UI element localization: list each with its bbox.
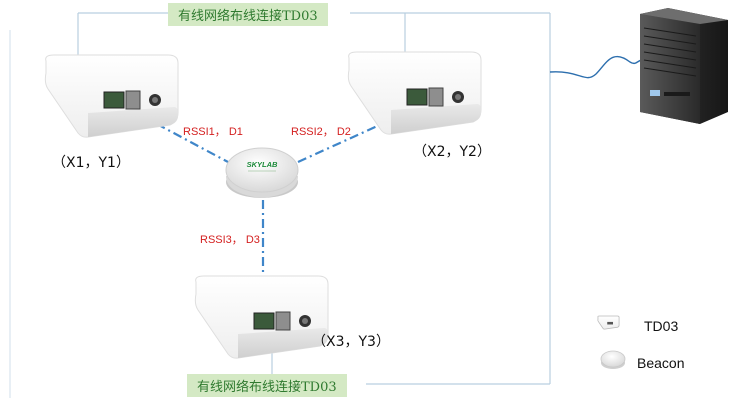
td03-device-2 (347, 51, 482, 135)
wired-network-banner-top: 有线网络布线连接TD03 (168, 3, 328, 26)
beacon-device: SKYLAB (225, 147, 299, 198)
legend-beacon-label: Beacon (637, 355, 685, 371)
gateway-2-coordinate: （X2，Y2） (413, 144, 491, 160)
td03-device-3 (194, 275, 329, 359)
rssi-1-label: RSSI1， D1 (183, 126, 243, 138)
beacon-logo: SKYLAB (247, 160, 278, 169)
rssi-2-label: RSSI2， D2 (291, 126, 351, 138)
network-lines (9, 12, 551, 398)
gateway-3-coordinate: （X3，Y3） (312, 334, 390, 350)
legend-td03-icon (597, 315, 620, 330)
server-cable (549, 55, 643, 79)
server-icon (640, 8, 728, 124)
td03-device-1 (44, 54, 179, 138)
legend-beacon-icon (600, 350, 626, 369)
gateway-1-coordinate: （X1，Y1） (52, 155, 130, 171)
wired-network-banner-bottom: 有线网络布线连接TD03 (187, 374, 347, 397)
legend-td03-label: TD03 (644, 318, 679, 334)
rssi-3-label: RSSI3， D3 (200, 234, 260, 246)
signal-lines (139, 114, 396, 282)
